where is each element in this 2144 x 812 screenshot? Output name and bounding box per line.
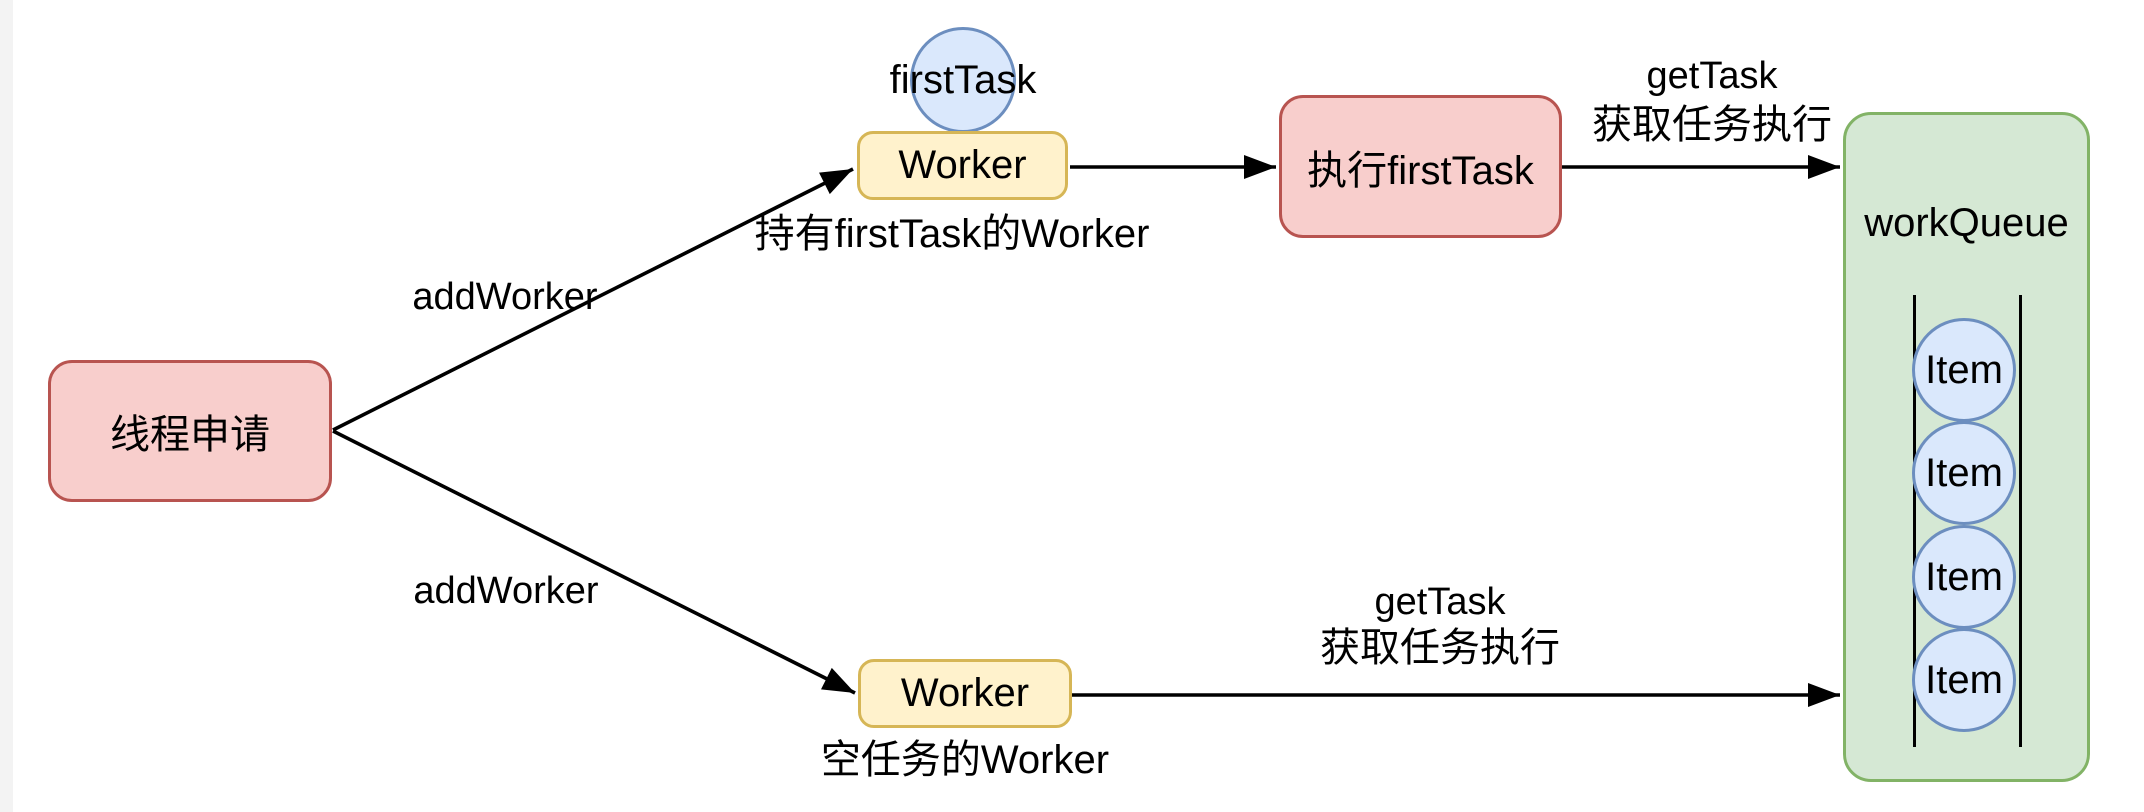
page-edge-strip [0,0,13,812]
request-node: 线程申请 [48,360,332,502]
worker-top-node: Worker [857,131,1068,200]
exec-firsttask-node: 执行firstTask [1279,95,1562,238]
add-worker-label-bottom: addWorker [413,570,599,612]
get-task-label-bottom-line2: 获取任务执行 [1320,626,1560,670]
get-task-label-top-line2: 获取任务执行 [1592,103,1832,147]
queue-rail-right [2019,295,2022,747]
add-worker-label-top: addWorker [412,276,598,318]
queue-item: Item [1912,628,2016,732]
workqueue-label: workQueue [1864,201,2069,245]
queue-item: Item [1912,421,2016,525]
worker-bottom-caption: 空任务的Worker [820,738,1110,782]
arrow-add-worker-bottom [332,429,856,695]
get-task-label-bottom-line1: getTask [1374,581,1506,623]
queue-item: Item [1912,525,2016,629]
worker-bottom-node: Worker [858,659,1072,728]
queue-item: Item [1912,318,2016,422]
worker-top-caption: 持有firstTask的Worker [754,212,1150,256]
first-task-label: firstTask [889,58,1037,102]
queue-rail-left [1913,295,1916,747]
get-task-label-top-line1: getTask [1646,55,1778,97]
